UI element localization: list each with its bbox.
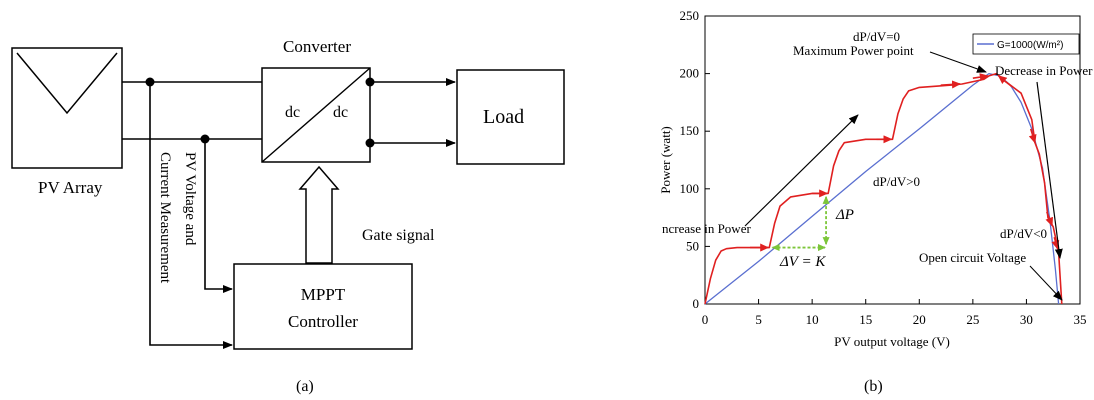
load-label: Load	[483, 106, 524, 128]
mppt-label: MPPT	[301, 285, 346, 304]
step-arrowhead	[1045, 211, 1053, 227]
caption-b: (b)	[864, 378, 883, 395]
pv-array-label: PV Array	[38, 178, 103, 197]
decrease-arrow	[1036, 81, 1063, 259]
legend-label: G=1000(W/m²)	[997, 40, 1063, 51]
x-tick-label: 30	[1020, 312, 1033, 327]
y-axis-label: Power (watt)	[658, 126, 673, 194]
converter-label: Converter	[283, 37, 351, 56]
x-tick-label: 20	[913, 312, 926, 327]
pv-voltage-label: PV Voltage and	[182, 152, 198, 246]
annotation-dpdv-zero: dP/dV=0	[853, 29, 900, 44]
pv-panel-icon	[16, 52, 118, 115]
legend: G=1000(W/m²)	[972, 33, 1080, 55]
current-measurement-wire	[149, 82, 233, 349]
x-tick-label: 5	[755, 312, 762, 327]
y-tick-label: 250	[680, 8, 700, 23]
x-tick-label: 25	[966, 312, 979, 327]
y-tick-label: 100	[680, 181, 700, 196]
increase-arrow	[744, 114, 859, 227]
converter-dc-output: dc	[333, 104, 348, 121]
annotation-increase: ncrease in Power	[662, 221, 751, 236]
converter-block	[261, 67, 371, 163]
y-tick-label: 150	[680, 123, 700, 138]
voltage-measurement-wire	[204, 139, 233, 293]
step-arrowhead	[940, 80, 961, 89]
x-axis-label: PV output voltage (V)	[834, 334, 950, 349]
x-tick-label: 10	[806, 312, 819, 327]
step-arrowhead	[1028, 128, 1037, 144]
delta-p-label: ΔP	[835, 207, 854, 223]
load-block	[456, 69, 565, 165]
annotation-mpp: Maximum Power point	[793, 43, 914, 58]
pv-power-chart: 0 50 100 150 200 250 0 5 10 15 20 25 30 35 Power (wa…	[658, 8, 1093, 395]
x-tick-label: 35	[1074, 312, 1087, 327]
step-arrowheads	[750, 73, 1060, 252]
gate-signal-arrow	[298, 165, 340, 264]
y-tick-label: 50	[686, 238, 699, 253]
x-tick-label: 15	[859, 312, 872, 327]
legend-box	[972, 33, 1080, 55]
step-arrowhead	[997, 75, 1012, 87]
step-arrowhead	[1051, 236, 1060, 250]
mpp-pointer	[929, 51, 987, 73]
x-axis-ticks: 0 5 10 15 20 25 30 35	[702, 299, 1087, 327]
annotation-decrease: Decrease in Power	[995, 63, 1093, 78]
controller-label: Controller	[288, 312, 358, 331]
step-arrowhead	[972, 73, 989, 82]
pv-array-block	[11, 47, 123, 169]
gate-signal-label: Gate signal	[362, 227, 435, 244]
block-diagram: PV Array Converter dc dc Load Gate signa…	[11, 37, 565, 395]
mppt-controller-block	[233, 263, 413, 350]
current-measurement-label: Current Measurement	[157, 152, 173, 284]
y-tick-label: 0	[693, 296, 700, 311]
annotation-ocv: Open circuit Voltage	[919, 250, 1026, 265]
plot-frame	[704, 15, 1081, 305]
caption-a: (a)	[296, 378, 314, 395]
y-axis-ticks: 0 50 100 150 200 250	[680, 8, 710, 311]
delta-v-label: ΔV = K	[779, 254, 826, 270]
converter-dc-input: dc	[285, 104, 300, 121]
x-tick-label: 0	[702, 312, 709, 327]
annotation-dpdv-neg: dP/dV<0	[1000, 226, 1047, 241]
annotation-dpdv-pos: dP/dV>0	[873, 174, 920, 189]
ocv-pointer	[1029, 265, 1063, 301]
y-tick-label: 200	[680, 66, 700, 81]
